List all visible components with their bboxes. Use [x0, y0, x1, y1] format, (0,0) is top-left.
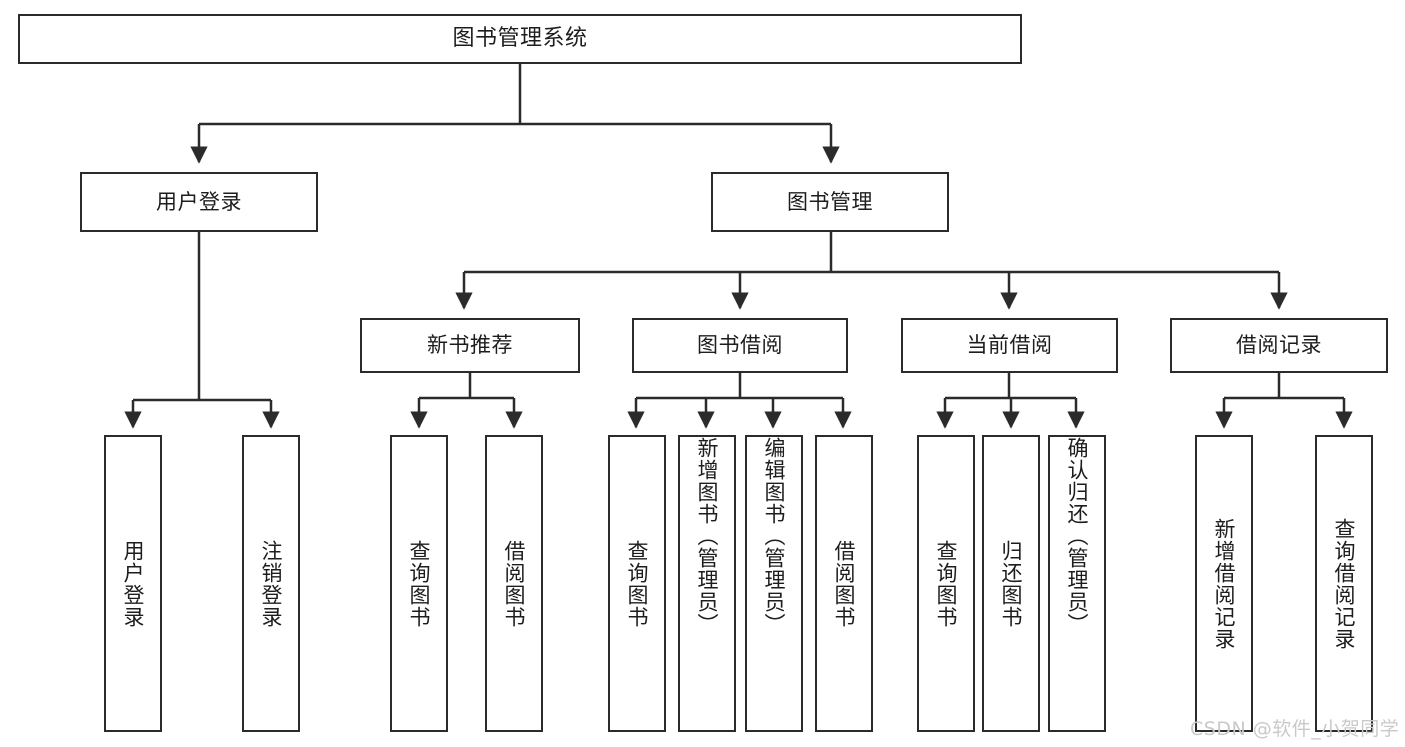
node-label: 借阅图书	[832, 539, 857, 628]
node-label: 图书管理系统	[452, 26, 588, 52]
node-label: 新增图书（管理员）	[695, 437, 720, 635]
node-label: 归还图书	[999, 539, 1024, 628]
node-label: 确认归还（管理员）	[1065, 437, 1090, 635]
node-user-login[interactable]: 用户登录	[80, 172, 318, 232]
node-label: 用户登录	[156, 189, 242, 214]
leaf-borrow-records-query-record[interactable]: 查询借阅记录	[1315, 435, 1373, 732]
node-label: 编辑图书（管理员）	[762, 437, 787, 635]
leaf-new-book-query-book[interactable]: 查询图书	[390, 435, 448, 732]
node-label: 借阅记录	[1236, 333, 1322, 358]
node-label: 用户登录	[121, 539, 146, 628]
leaf-current-borrow-return-book[interactable]: 归还图书	[982, 435, 1040, 732]
node-book-borrowing[interactable]: 图书借阅	[632, 318, 848, 373]
node-label: 查询图书	[934, 539, 959, 628]
node-label: 图书借阅	[697, 333, 783, 358]
node-label: 图书管理	[787, 189, 873, 214]
node-label: 查询图书	[625, 539, 650, 628]
leaf-current-borrow-query-book[interactable]: 查询图书	[917, 435, 975, 732]
node-label: 新增借阅记录	[1212, 517, 1237, 650]
node-label: 借阅图书	[502, 539, 527, 628]
node-book-management[interactable]: 图书管理	[711, 172, 949, 232]
node-label: 新书推荐	[427, 333, 513, 358]
leaf-book-borrow-edit-book-admin[interactable]: 编辑图书（管理员）	[745, 435, 803, 732]
node-borrow-records[interactable]: 借阅记录	[1170, 318, 1388, 373]
leaf-user-login-logout[interactable]: 注销登录	[242, 435, 300, 732]
node-root-book-management-system[interactable]: 图书管理系统	[18, 14, 1022, 64]
node-label: 当前借阅	[966, 333, 1053, 358]
leaf-book-borrow-add-book-admin[interactable]: 新增图书（管理员）	[678, 435, 736, 732]
leaf-borrow-records-add-record[interactable]: 新增借阅记录	[1195, 435, 1253, 732]
leaf-book-borrow-query-book[interactable]: 查询图书	[608, 435, 666, 732]
leaf-new-book-borrow-book[interactable]: 借阅图书	[485, 435, 543, 732]
leaf-current-borrow-confirm-return-admin[interactable]: 确认归还（管理员）	[1048, 435, 1106, 732]
leaf-book-borrow-borrow-book[interactable]: 借阅图书	[815, 435, 873, 732]
node-new-book-recommendation[interactable]: 新书推荐	[360, 318, 580, 373]
csdn-watermark: CSDN @软件_小贺同学	[1190, 718, 1400, 740]
node-label: 查询借阅记录	[1332, 517, 1357, 650]
node-label: 查询图书	[407, 539, 432, 628]
node-current-borrowing[interactable]: 当前借阅	[901, 318, 1118, 373]
node-label: 注销登录	[259, 539, 284, 628]
leaf-user-login-login[interactable]: 用户登录	[104, 435, 162, 732]
